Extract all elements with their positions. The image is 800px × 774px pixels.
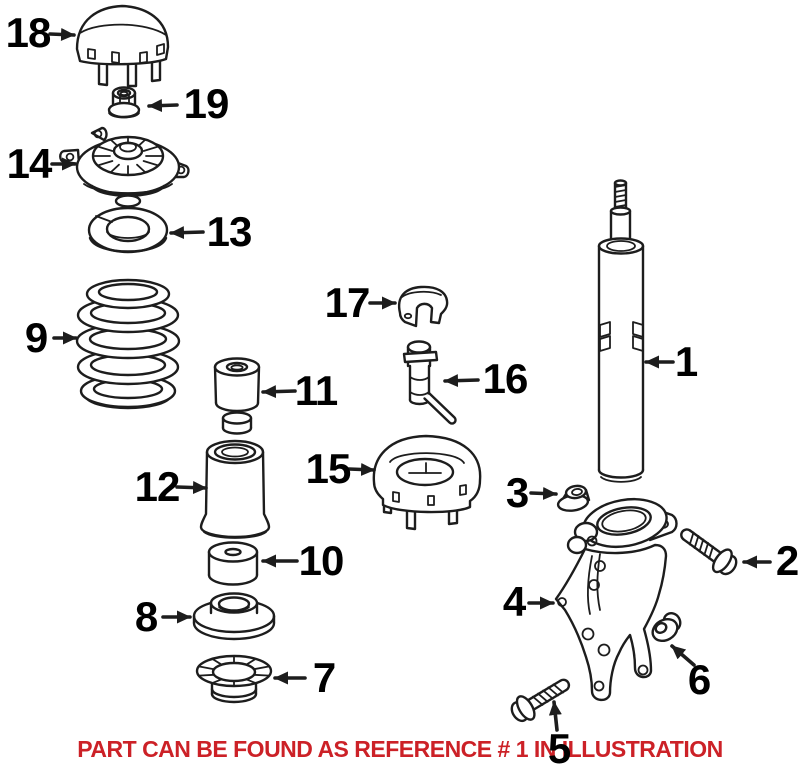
leader-arrows (48, 27, 772, 732)
part-ref-12: 12 (134, 463, 181, 510)
part-drawing-lower-nut (651, 612, 682, 643)
part-drawing-knuckle (554, 498, 678, 702)
leader-arrow-15 (347, 462, 376, 476)
leader-arrow-18 (48, 27, 76, 41)
part-drawing-cover-cap (397, 285, 449, 328)
part-drawing-spacer (207, 541, 259, 586)
reference-caption: PART CAN BE FOUND AS REFERENCE # 1 IN IL… (77, 736, 723, 762)
part-ref-4: 4 (502, 578, 526, 625)
part-ref-15: 15 (305, 445, 352, 492)
part-ref-2: 2 (775, 537, 799, 584)
part-drawing-spring-pad (87, 206, 169, 254)
part-drawing-spring-seat (192, 592, 276, 641)
part-ref-14: 14 (6, 140, 53, 187)
leader-arrow-3 (529, 486, 558, 500)
part-drawing-mount-bracket (372, 434, 482, 531)
leader-arrow-11 (261, 385, 297, 399)
part-ref-3: 3 (505, 469, 529, 516)
part-ref-10: 10 (298, 537, 345, 584)
part-ref-13: 13 (206, 208, 253, 255)
part-drawing-rod-nut (556, 484, 591, 512)
leader-arrow-5 (548, 700, 562, 732)
part-drawing-lower-bolt (510, 678, 571, 723)
part-ref-6: 6 (687, 656, 711, 703)
part-ref-18: 18 (5, 9, 52, 56)
leader-arrow-19 (147, 99, 179, 113)
leader-arrow-12 (175, 481, 208, 495)
leader-arrow-6 (670, 644, 696, 667)
part-ref-17: 17 (324, 279, 371, 326)
leader-arrow-13 (169, 226, 205, 240)
part-ref-16: 16 (482, 355, 529, 402)
leader-arrow-16 (443, 374, 480, 388)
part-drawing-sensor-link (402, 340, 457, 425)
part-ref-5: 5 (547, 725, 571, 772)
part-ref-19: 19 (183, 80, 230, 127)
part-drawing-strut (597, 179, 645, 483)
part-drawing-dust-boot (199, 439, 271, 539)
part-ref-1: 1 (674, 338, 698, 385)
part-drawing-cap (75, 4, 170, 88)
part-drawing-upper-bolt (680, 528, 738, 576)
part-drawing-top-nut (107, 86, 141, 119)
part-drawing-bump-stop (213, 357, 261, 435)
part-drawing-strut-mount (59, 126, 190, 208)
part-drawing-coil-spring (75, 278, 181, 410)
part-drawing-bearing (195, 654, 273, 704)
part-ref-8: 8 (134, 593, 158, 640)
part-ref-11: 11 (294, 367, 338, 414)
part-ref-7: 7 (312, 654, 336, 701)
part-ref-9: 9 (24, 314, 48, 361)
